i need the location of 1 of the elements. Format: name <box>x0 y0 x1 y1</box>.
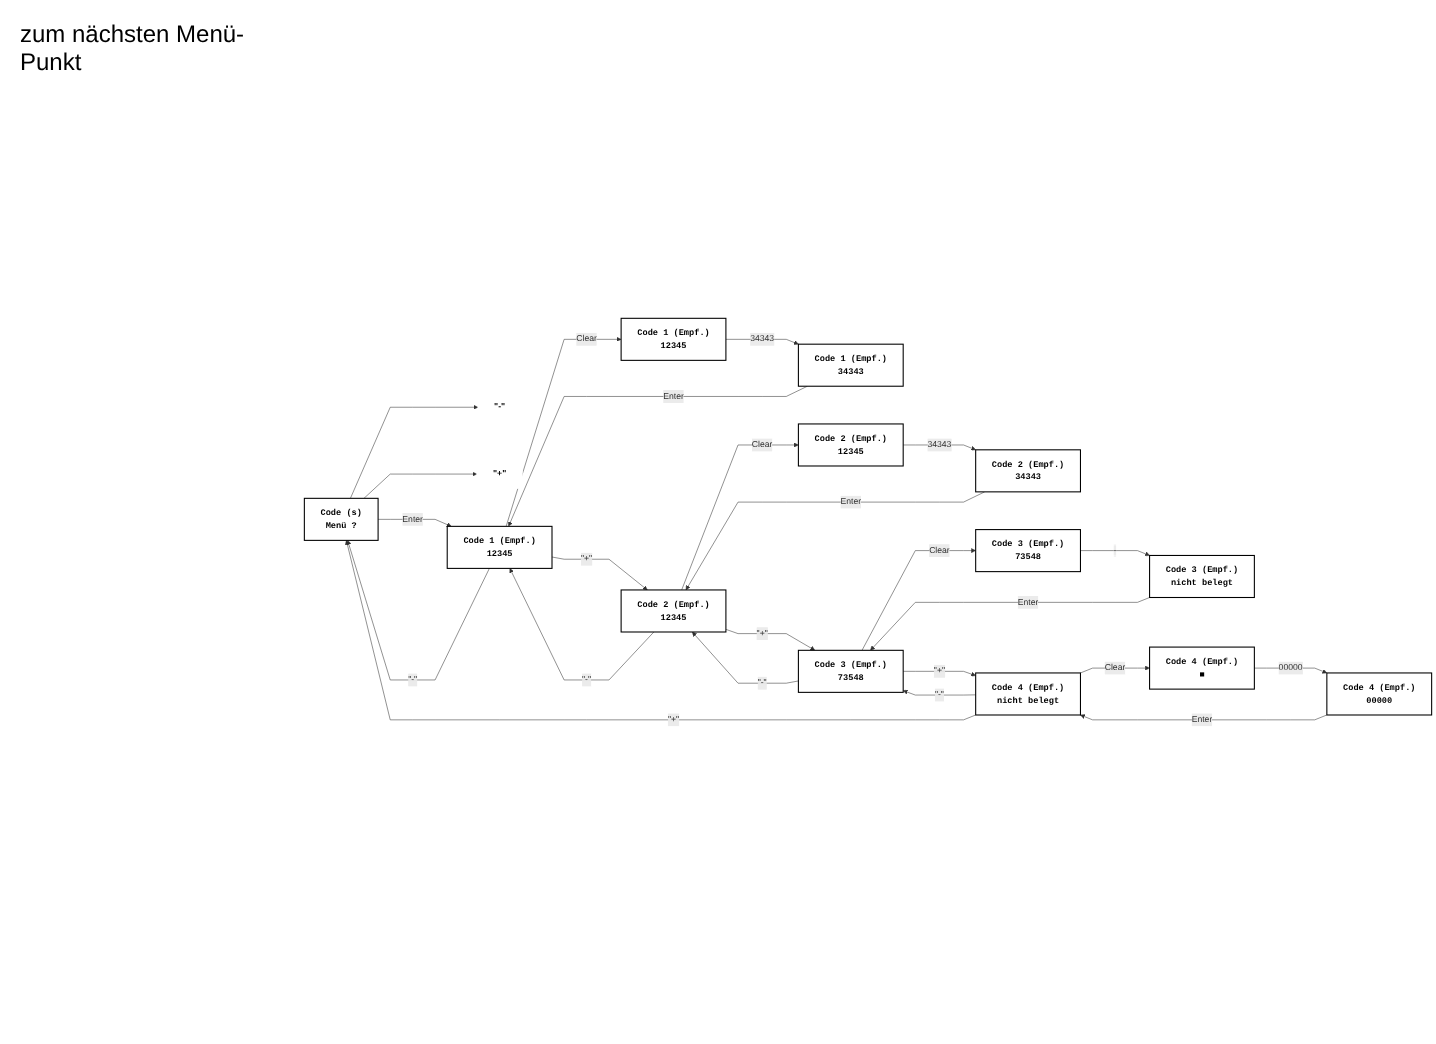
note-text: zum nächsten Menü-Punkt <box>20 20 247 76</box>
